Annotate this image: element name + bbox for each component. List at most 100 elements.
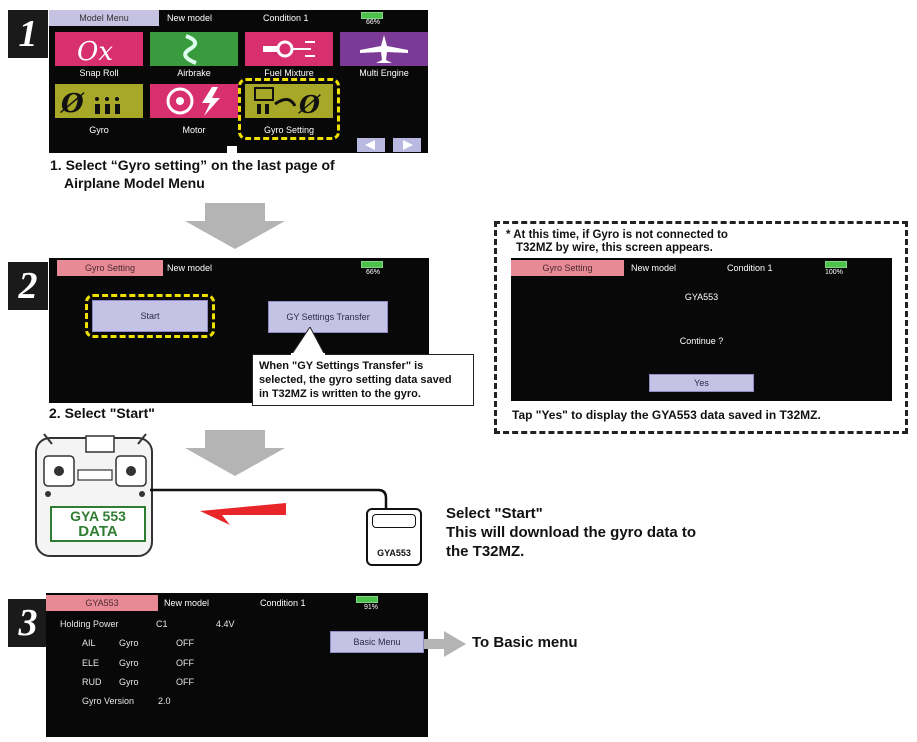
tile-motor[interactable] — [150, 84, 238, 118]
battery-icon — [356, 596, 378, 603]
gy-settings-transfer-button[interactable]: GY Settings Transfer — [268, 301, 388, 333]
axis-state[interactable]: OFF — [176, 638, 194, 648]
axis-state[interactable]: OFF — [176, 658, 194, 668]
tab-gyro-setting[interactable]: Gyro Setting — [57, 260, 163, 276]
callout-line: selected, the gyro setting data saved — [259, 374, 452, 386]
continue-screen: Gyro Setting New model Condition 1 100% … — [511, 258, 892, 401]
down-arrow-2 — [185, 430, 285, 476]
tab-model-menu[interactable]: Model Menu — [49, 10, 159, 26]
svg-text:Ø: Ø — [298, 90, 321, 118]
step1-caption-line1: 1. Select “Gyro setting” on the last pag… — [50, 157, 335, 173]
battery-percent: 66% — [366, 269, 381, 276]
battery-icon — [361, 261, 383, 268]
to-basic-arrow — [424, 631, 466, 657]
tab-gyro-setting[interactable]: Gyro Setting — [511, 260, 624, 276]
axis-mode[interactable]: Gyro — [119, 677, 139, 687]
axis-label: ELE — [82, 658, 100, 668]
device-name: GYA553 — [684, 292, 719, 302]
gyro-unit: GYA553 — [366, 508, 422, 566]
motor-icon — [166, 87, 220, 116]
gyro-setting-screen: Gyro Setting New model 66% Start GY Sett… — [49, 258, 429, 403]
step2-caption: 2. Select "Start" — [49, 405, 155, 421]
step-number-3: 3 — [8, 599, 48, 647]
down-arrow-1 — [185, 203, 285, 249]
tile-label: Motor — [182, 125, 206, 135]
tile-label: Snap Roll — [79, 68, 119, 78]
step1-caption-line2: Airplane Model Menu — [64, 175, 205, 191]
highlight-gyro-setting — [238, 78, 340, 140]
tile-label: Gyro — [89, 125, 109, 135]
axis-mode[interactable]: Gyro — [119, 658, 139, 668]
gyro-unit-top — [372, 514, 416, 528]
battery-icon — [825, 261, 847, 268]
basic-menu-button[interactable]: Basic Menu — [330, 631, 424, 653]
battery-percent: 66% — [366, 19, 381, 26]
condition-label: Condition 1 — [263, 13, 309, 23]
gyro-version-value: 2.0 — [158, 696, 171, 706]
gya553-screen: GYA553 New model Condition 1 91% Holding… — [46, 593, 428, 737]
yes-caption: Tap "Yes" to display the GYA553 data sav… — [512, 408, 821, 422]
axis-mode[interactable]: Gyro — [119, 638, 139, 648]
condition-label: Condition 1 — [727, 263, 773, 273]
badge-line2: DATA — [78, 523, 118, 540]
download-line3: the T32MZ. — [446, 543, 525, 560]
tile-label: Fuel Mixture — [264, 68, 314, 78]
airplane-icon — [360, 35, 408, 63]
callout-line: in T32MZ is written to the gyro. — [259, 388, 421, 400]
prev-page-button[interactable] — [357, 138, 385, 152]
condition-label: Condition 1 — [260, 598, 306, 608]
download-line1: Select "Start" — [446, 505, 543, 522]
tab-gya553[interactable]: GYA553 — [46, 595, 158, 611]
model-name: New model — [167, 13, 213, 23]
tile-fuel-mixture[interactable] — [245, 32, 333, 66]
page-indicator — [227, 146, 237, 153]
continue-prompt: Continue ? — [679, 336, 724, 346]
tile-multi-engine[interactable] — [340, 32, 428, 66]
model-name: New model — [164, 598, 210, 608]
tile-label: Airbrake — [177, 68, 211, 78]
callout-line: When "GY Settings Transfer" is — [259, 360, 424, 372]
holding-power-label: Holding Power — [60, 619, 119, 629]
axis-label: AIL — [82, 638, 96, 648]
gyro-label: GYA553 — [377, 548, 411, 558]
start-button[interactable]: Start — [92, 300, 208, 332]
model-name: New model — [167, 263, 213, 273]
airbrake-icon — [183, 34, 198, 65]
transfer-callout: When "GY Settings Transfer" is selected,… — [252, 354, 474, 406]
next-page-button[interactable] — [393, 138, 421, 152]
axis-state[interactable]: OFF — [176, 677, 194, 687]
gyro-setting-icon: Ø — [254, 87, 321, 119]
arrow-right-icon — [403, 140, 413, 150]
tile-label: Multi Engine — [359, 68, 409, 78]
gyro-version-label: Gyro Version — [82, 696, 135, 706]
model-name: New model — [631, 263, 677, 273]
tile-label: Gyro Setting — [263, 125, 315, 135]
highlight-start — [85, 294, 215, 338]
tile-gyro-setting[interactable]: Ø — [245, 84, 333, 119]
snap-roll-icon: Ox — [77, 37, 113, 67]
download-line2: This will download the gyro data to — [446, 524, 697, 541]
battery-icon — [361, 12, 383, 19]
arrow-left-icon — [365, 140, 375, 150]
gyro-icon: Ø — [60, 89, 120, 119]
yes-button[interactable]: Yes — [649, 374, 754, 392]
gya553-data-badge: GYA 553 DATA — [50, 506, 146, 542]
to-basic-menu-label: To Basic menu — [472, 634, 578, 651]
svg-text:Ox: Ox — [77, 37, 113, 66]
note-line1: * At this time, if Gyro is not connected… — [506, 229, 728, 241]
note-line2: T32MZ by wire, this screen appears. — [516, 242, 713, 254]
tile-airbrake[interactable] — [150, 32, 238, 66]
connection-note-box — [494, 221, 908, 434]
step-number-2: 2 — [8, 262, 48, 310]
holding-power-channel[interactable]: C1 — [156, 619, 168, 629]
holding-power-voltage: 4.4V — [216, 619, 235, 629]
fuel-mixture-icon — [263, 40, 315, 58]
tile-gyro[interactable]: Ø — [55, 84, 143, 119]
svg-text:Ø: Ø — [60, 89, 85, 118]
cable-line — [150, 488, 388, 510]
callout-pointer — [289, 327, 327, 357]
battery-percent: 100% — [825, 269, 843, 276]
tile-snap-roll[interactable]: Ox — [55, 32, 143, 67]
model-menu-screen: Model Menu New model Condition 1 66% Ox … — [49, 10, 428, 153]
data-flow-arrow — [200, 503, 286, 525]
